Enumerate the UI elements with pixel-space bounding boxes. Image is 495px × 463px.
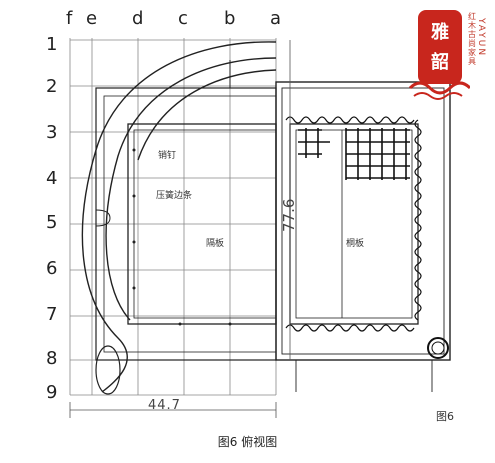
column-label: b bbox=[224, 8, 236, 29]
lattice-panel bbox=[298, 128, 410, 180]
wavy-edge-right bbox=[414, 119, 422, 321]
logo-side-text: 红木古尚家具 bbox=[468, 12, 476, 66]
annotation-panel-left: 隔板 bbox=[206, 239, 225, 249]
row-label: 4 bbox=[46, 168, 58, 189]
row-label: 1 bbox=[46, 34, 58, 55]
column-label: f bbox=[66, 8, 73, 29]
logo-char-top: 雅 bbox=[431, 22, 449, 43]
nail-marks bbox=[132, 148, 232, 326]
annotation-panel-right: 桐板 bbox=[346, 239, 365, 249]
column-label: e bbox=[86, 8, 98, 29]
column-label: d bbox=[132, 8, 144, 29]
figure-tag: 图6 bbox=[436, 410, 454, 423]
annotation-nail: 销钉 bbox=[158, 151, 177, 161]
row-label: 2 bbox=[46, 76, 58, 97]
dimension-depth: 77.6 bbox=[280, 198, 298, 232]
wavy-edge-top bbox=[285, 116, 415, 124]
column-label: c bbox=[178, 8, 188, 29]
corner-post bbox=[427, 337, 449, 359]
row-label: 8 bbox=[46, 348, 58, 369]
logo-char-bottom: 韶 bbox=[431, 52, 449, 73]
row-label: 3 bbox=[46, 122, 58, 143]
cabinet-outline bbox=[95, 81, 451, 392]
column-label: a bbox=[270, 8, 282, 29]
reference-grid bbox=[69, 38, 277, 396]
row-label: 7 bbox=[46, 304, 58, 325]
figure-caption: 图6 俯视图 bbox=[217, 435, 278, 449]
row-label: 9 bbox=[46, 382, 58, 403]
wavy-edge-bottom bbox=[285, 324, 415, 332]
logo-latin: YAYUN bbox=[476, 18, 486, 58]
row-label: 5 bbox=[46, 212, 58, 233]
dimension-lines bbox=[69, 40, 291, 418]
logo-seal bbox=[408, 10, 472, 100]
brand-logo: 雅 韶 bbox=[408, 8, 494, 108]
curved-arm bbox=[81, 41, 277, 395]
annotation-tenon-edge: 压簧边条 bbox=[156, 191, 193, 201]
row-label: 6 bbox=[46, 258, 58, 279]
dimension-width: 44.7 bbox=[148, 398, 181, 413]
